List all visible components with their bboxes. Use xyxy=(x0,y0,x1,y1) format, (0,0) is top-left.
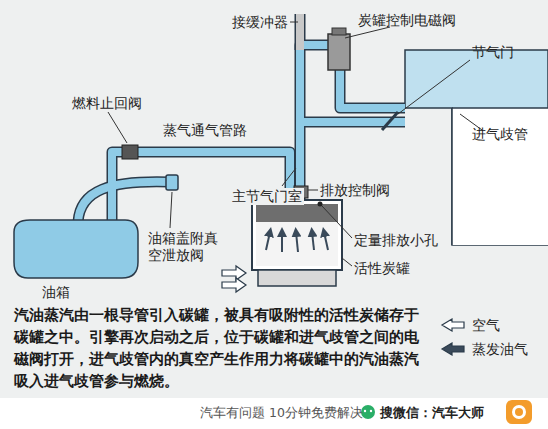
legend-row: 空气 xyxy=(440,316,500,334)
part-label: 活性炭罐 xyxy=(354,260,410,277)
part-label: 节气门 xyxy=(472,44,514,61)
legend-arrow xyxy=(440,342,466,356)
legend-text: 蒸发油气 xyxy=(472,340,528,358)
part-label: 进气歧管 xyxy=(472,126,528,143)
footer-text: 搜微信：汽车大师 xyxy=(380,405,484,421)
part-label: 接缓冲器 xyxy=(232,14,288,31)
part-label: 炭罐控制电磁阀 xyxy=(358,12,456,29)
legend-row: 蒸发油气 xyxy=(440,340,528,358)
part-label: 定量排放小孔 xyxy=(354,232,438,249)
part-label: 油箱 xyxy=(42,284,70,301)
legend-text: 空气 xyxy=(472,316,500,334)
part-label: 主节气门室 xyxy=(230,188,304,205)
legend-arrow xyxy=(440,318,466,332)
part-label: 蒸气通气管路 xyxy=(163,122,247,139)
part-label: 燃料止回阀 xyxy=(72,95,142,112)
part-label: 排放控制阀 xyxy=(320,182,390,199)
part-label: 油箱盖附真空泄放阀 xyxy=(148,230,220,264)
footer-text: 汽车有问题 10分钟免费解决 xyxy=(200,405,363,421)
caption: 汽油蒸汽由一根导管引入碳罐，被具有吸附性的活性炭储存于碳罐之中。引擎再次启动之后… xyxy=(14,304,424,392)
